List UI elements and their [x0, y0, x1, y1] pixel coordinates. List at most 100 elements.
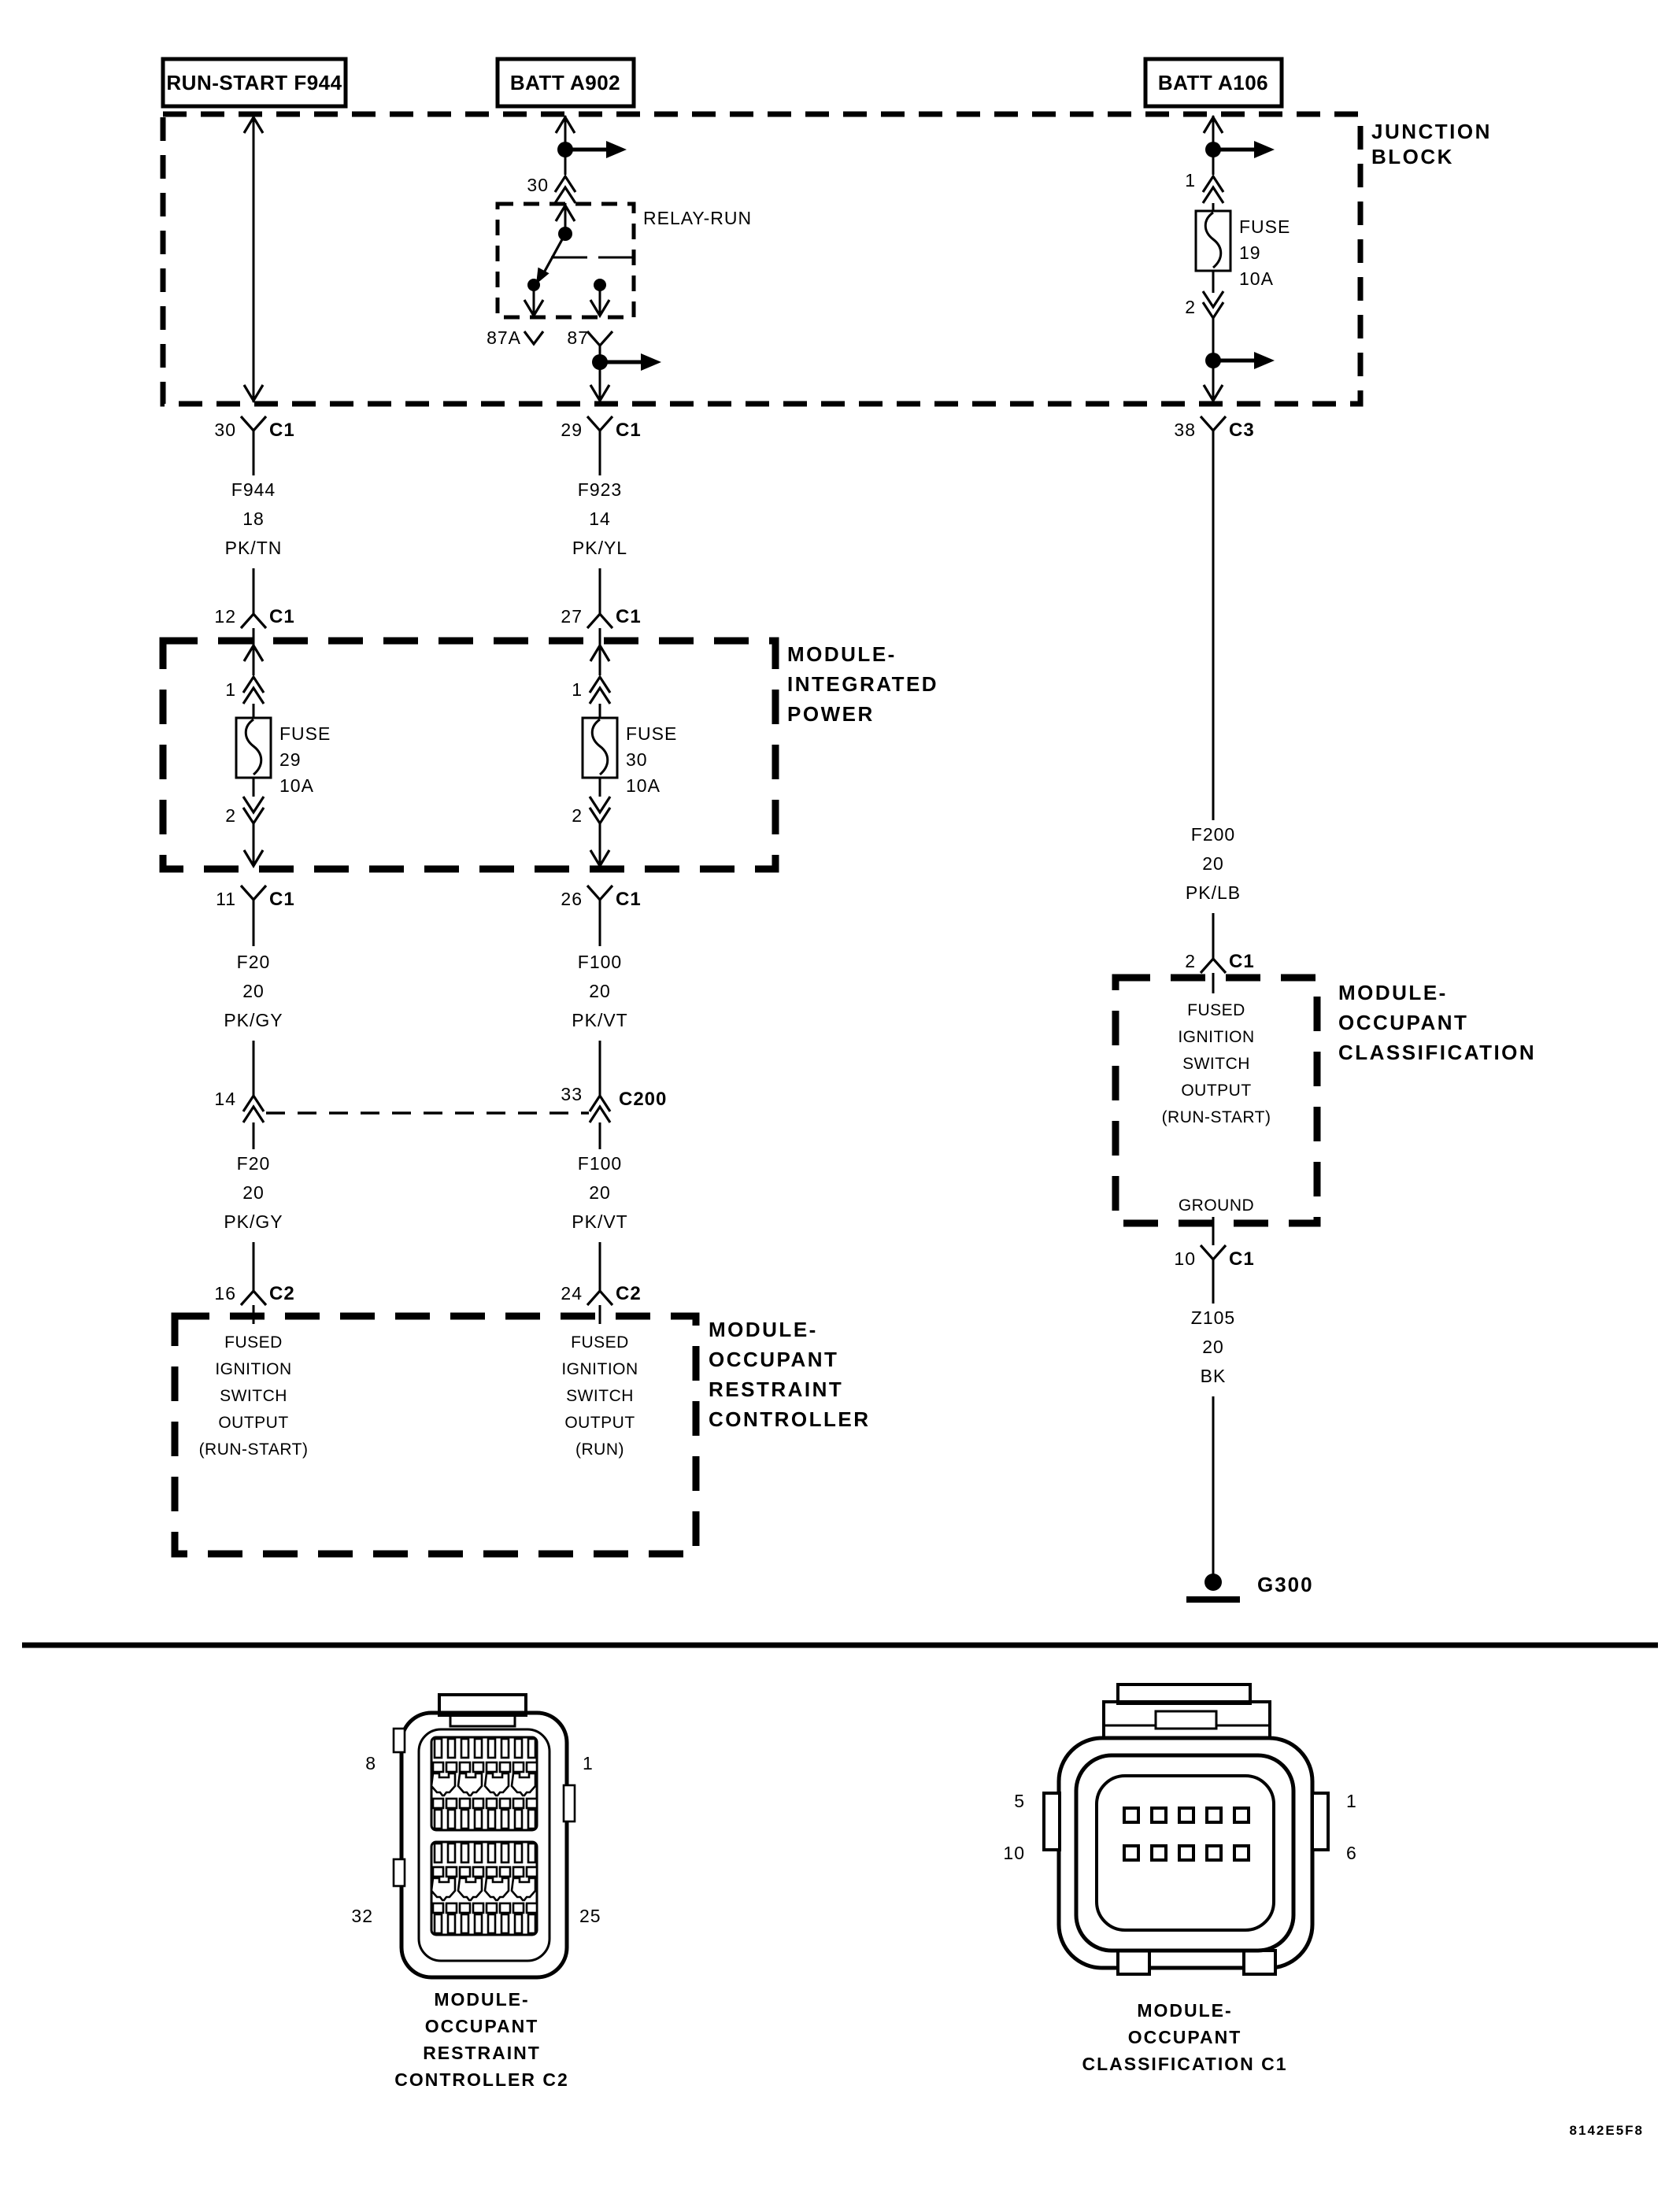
junction-block-outline — [160, 111, 1364, 407]
relay-name: RELAY-RUN — [643, 208, 752, 228]
wire-color: PK/VT — [572, 1211, 627, 1232]
wire-f100-upper: F100 20 PK/VT — [572, 912, 627, 1096]
wire-color: PK/GY — [224, 1211, 283, 1232]
connector-y-icon — [586, 884, 614, 902]
arrow-down-icon — [1202, 384, 1224, 404]
c1-pin-top-left: 5 — [1014, 1791, 1025, 1811]
fuse-body — [235, 716, 272, 779]
moc-ground-label: GROUND — [1179, 1196, 1254, 1215]
pin-number: 38 — [1174, 420, 1196, 440]
moc-text-4: OUTPUT — [1181, 1082, 1251, 1100]
morc-right-1: FUSED — [571, 1333, 629, 1352]
c1-caption-1: MODULE- — [1137, 2000, 1232, 2021]
connector-name: C1 — [269, 889, 295, 910]
connector-name: C1 — [1229, 951, 1255, 972]
morc-left-2: IGNITION — [215, 1360, 291, 1378]
fuse-number: 29 — [279, 749, 302, 770]
wire-color: PK/GY — [224, 1010, 283, 1030]
moc-label-3: CLASSIFICATION — [1338, 1041, 1536, 1064]
wire-z105: Z105 20 BK — [1191, 1270, 1234, 1574]
wire-f100-lower: F100 20 PK/VT — [572, 1122, 627, 1291]
junction-label-line2: BLOCK — [1371, 145, 1454, 168]
connector-y-icon — [239, 415, 268, 433]
source-box-batt-a902: BATT A902 — [495, 57, 636, 109]
connector-29-c1: 29 C1 — [561, 415, 641, 442]
wire-f923: F923 14 PK/YL — [572, 442, 627, 614]
terminal-chevron-icon — [588, 686, 612, 704]
module-occupant-classification-label: MODULE- OCCUPANT CLASSIFICATION — [1338, 981, 1536, 1064]
fuse-element-icon — [1204, 211, 1223, 269]
connector-name: C1 — [616, 889, 642, 910]
connector-y-down-icon — [586, 1289, 614, 1307]
morc-right-2: IGNITION — [561, 1360, 638, 1378]
module-occupant-classification-outline — [1112, 974, 1321, 1227]
c2-pin-bottom-left: 32 — [351, 1906, 373, 1926]
c1-pin-bottom-left: 10 — [1003, 1843, 1025, 1863]
wire-gauge: 14 — [589, 508, 611, 529]
connector-name: C200 — [619, 1089, 667, 1110]
arrow-up-icon — [242, 642, 265, 662]
fuse-pin2: 2 — [225, 805, 236, 826]
diagram-reference-code: 8142E5F8 — [1570, 2123, 1644, 2138]
moc-text-5: (RUN-START) — [1162, 1108, 1271, 1126]
module-occupant-classification-text: FUSED IGNITION SWITCH OUTPUT (RUN-START)… — [1162, 1001, 1271, 1215]
source-box-run-start-f944: RUN-START F944 — [161, 57, 348, 109]
mip-label-2: INTEGRATED — [787, 672, 938, 696]
terminal-chevron-icon — [553, 174, 577, 193]
wire-f944: F944 18 PK/TN — [225, 442, 283, 614]
branch-arrow-right-icon — [1254, 141, 1275, 158]
module-occupant-restraint-controller-text: FUSED IGNITION SWITCH OUTPUT (RUN-START)… — [199, 1333, 638, 1459]
branch-arrow-right-icon — [606, 141, 627, 158]
connector-26-c1: 26 C1 — [561, 884, 642, 912]
connector-y-icon — [239, 884, 268, 902]
morc-left-4: OUTPUT — [218, 1414, 288, 1432]
morc-label-4: CONTROLLER — [709, 1407, 871, 1431]
wire-f200: F200 20 PK/LB — [1186, 442, 1240, 959]
pin-number: 16 — [214, 1283, 236, 1304]
relay-pin30-label: 30 — [527, 175, 549, 195]
arrow-up-icon — [242, 114, 265, 134]
pin-number: 29 — [561, 420, 583, 440]
fuse-number: 30 — [626, 749, 648, 770]
morc-label-1: MODULE- — [709, 1318, 818, 1341]
wire-color: BK — [1201, 1366, 1227, 1386]
relay-pin87-label: 87 — [567, 327, 589, 348]
fuse-word: FUSE — [626, 723, 677, 744]
fuse-pin1: 1 — [225, 679, 236, 700]
wire-id: F20 — [237, 952, 271, 972]
connector-30-c1: 30 C1 — [214, 415, 295, 442]
terminal-chevron-icon — [588, 796, 612, 815]
fuse-element-icon — [244, 718, 263, 776]
relay-terminals-below: 87A 87 — [487, 327, 661, 404]
connector-y-down-icon — [586, 612, 614, 630]
terminal-socket-icon — [523, 331, 545, 346]
c2-inner-shell — [417, 1728, 551, 1962]
wire-color: PK/VT — [572, 1010, 627, 1030]
fuse-30-branch: 1 FUSE 30 10A 2 — [572, 628, 677, 869]
c1-seal-ring — [1074, 1753, 1296, 1953]
fuse-pin2: 2 — [1185, 297, 1196, 317]
connector-name: C1 — [269, 420, 295, 441]
arrow-up-icon — [1202, 114, 1224, 134]
arrow-down-icon — [589, 849, 611, 869]
c2-caption-3: RESTRAINT — [423, 2043, 541, 2063]
junction-label-line1: JUNCTION — [1371, 120, 1492, 143]
connector-10-c1: 10 C1 — [1174, 1217, 1254, 1270]
wire-id: F100 — [578, 1153, 622, 1174]
wire-gauge: 20 — [242, 981, 265, 1001]
wire-color: PK/YL — [572, 538, 627, 558]
terminal-chevron-icon — [1201, 174, 1225, 193]
wire-gauge: 20 — [242, 1182, 265, 1203]
connector-y-icon — [1199, 1244, 1227, 1262]
pin-number: 12 — [214, 606, 236, 627]
relay-blade-arrow-icon — [536, 267, 550, 284]
morc-label-2: OCCUPANT — [709, 1348, 838, 1371]
connector-12-c1: 12 C1 — [214, 606, 294, 630]
wire-color: PK/TN — [225, 538, 283, 558]
module-occupant-restraint-controller-outline — [171, 1312, 700, 1558]
connector-38-c3: 38 C3 — [1174, 415, 1254, 442]
wire-id: F20 — [237, 1153, 271, 1174]
mip-label-1: MODULE- — [787, 642, 897, 666]
morc-left-3: SWITCH — [220, 1387, 287, 1405]
